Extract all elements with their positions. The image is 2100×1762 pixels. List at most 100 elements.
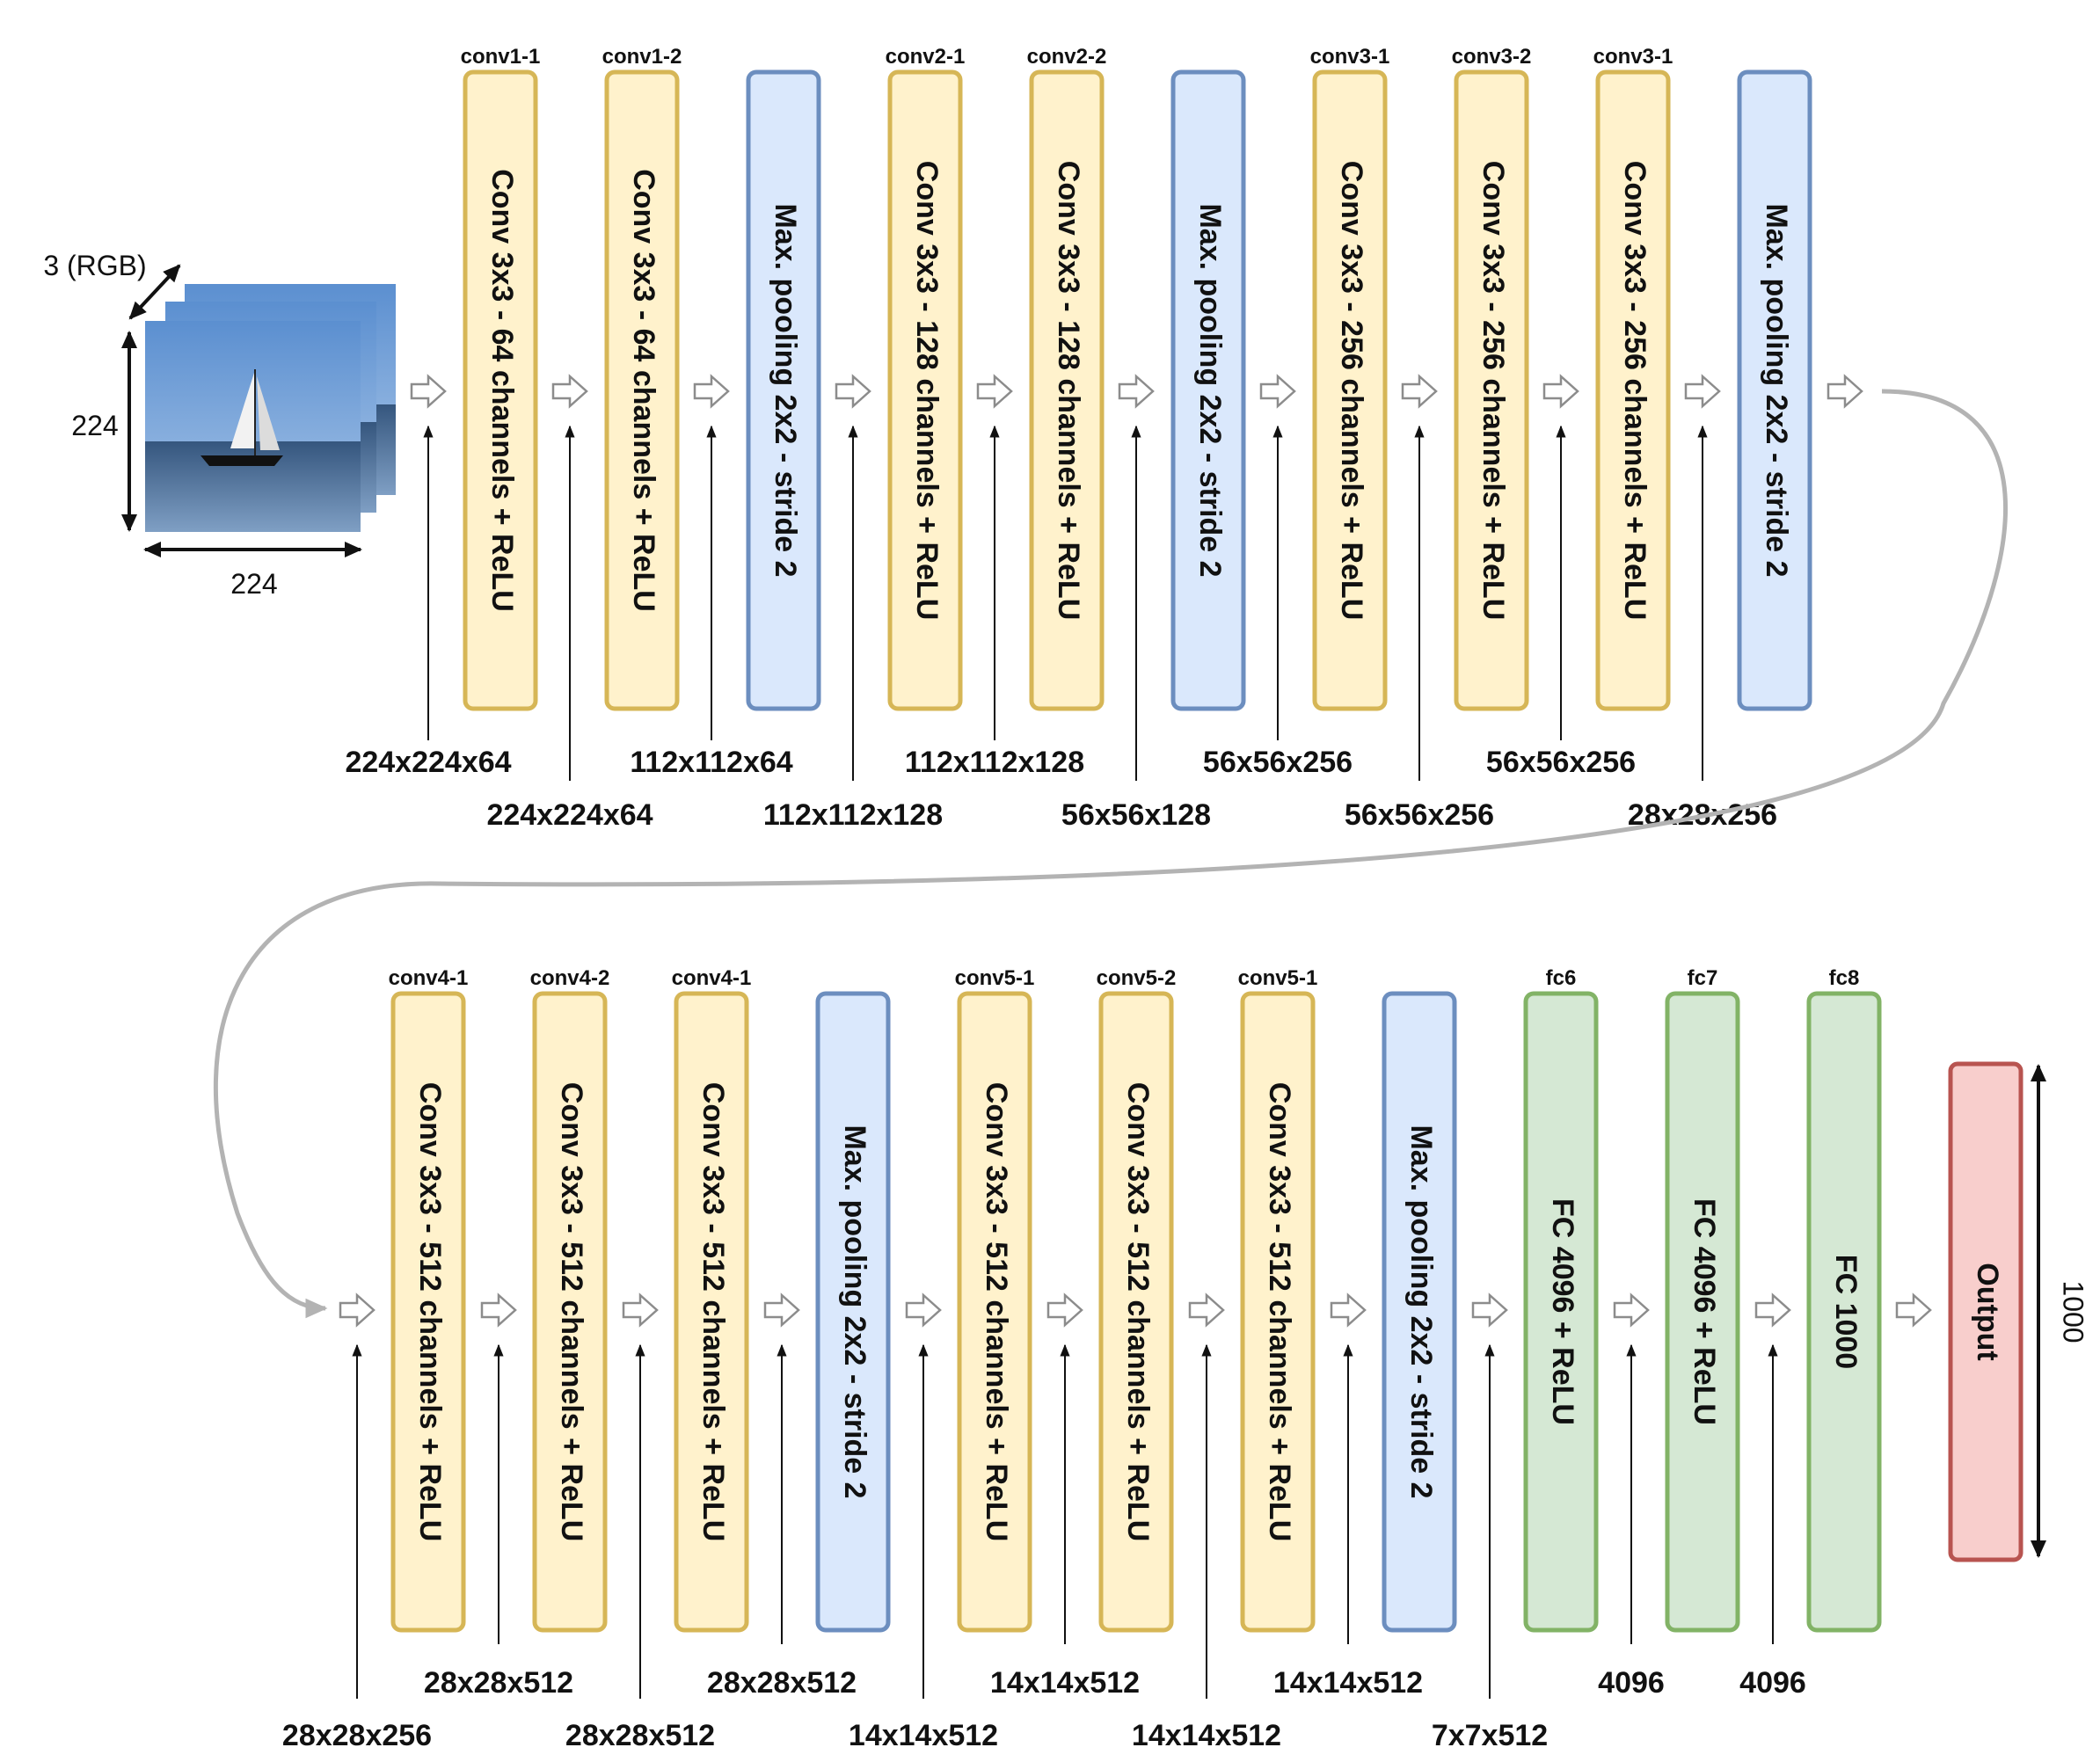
fc-layer-label: FC 4096 + ReLU bbox=[1546, 1198, 1579, 1425]
input-channels-arrow bbox=[128, 264, 181, 320]
row1-block-3: Max. pooling 2x2 - stride 2 bbox=[746, 69, 821, 711]
pool-layer-box bbox=[1382, 991, 1457, 1633]
row2-flow-arrow-6 bbox=[1046, 1292, 1083, 1328]
dimension-label: 56x56x128 bbox=[1061, 798, 1211, 832]
conv-layer-label: Conv 3x3 - 512 channels + ReLU bbox=[1263, 1082, 1296, 1541]
row-connector-curve bbox=[213, 389, 2009, 1319]
conv-layer-box bbox=[1240, 991, 1316, 1633]
row1-block-8: Conv 3x3 - 256 channels + ReLU conv3-2 bbox=[1452, 45, 1532, 711]
output-size-label: 1000 bbox=[2058, 1280, 2089, 1343]
pool-layer-label: Max. pooling 2x2 - stride 2 bbox=[1193, 203, 1227, 577]
row1-block-6: Max. pooling 2x2 - stride 2 bbox=[1170, 69, 1246, 711]
dimension-label: 112x112x128 bbox=[763, 798, 943, 832]
layer-name-label: fc7 bbox=[1688, 966, 1718, 990]
dimension-label: 4096 bbox=[1739, 1666, 1806, 1700]
layer-name-label: conv4-2 bbox=[530, 966, 610, 990]
dimension-label: 224x224x64 bbox=[486, 798, 653, 832]
layer-name-label: conv3-1 bbox=[1593, 45, 1673, 69]
dimension-label: 14x14x512 bbox=[990, 1666, 1140, 1700]
layer-name-label: conv3-2 bbox=[1452, 45, 1532, 69]
pool-layer-box bbox=[815, 991, 891, 1633]
row1-flow-arrow-1 bbox=[410, 374, 447, 409]
row2-flow-arrow-4 bbox=[763, 1292, 800, 1328]
row1-flow-arrow-9 bbox=[1542, 374, 1579, 409]
conv-layer-box bbox=[674, 991, 749, 1633]
dimension-label: 28x28x512 bbox=[707, 1666, 857, 1700]
dimension-label: 4096 bbox=[1598, 1666, 1665, 1700]
conv-layer-label: Conv 3x3 - 512 channels + ReLU bbox=[980, 1082, 1013, 1541]
layer-name-label: conv4-1 bbox=[672, 966, 752, 990]
conv-layer-label: Conv 3x3 - 256 channels + ReLU bbox=[1477, 161, 1510, 620]
row1-flow-arrow-6 bbox=[1118, 374, 1155, 409]
row2-flow-arrow-final bbox=[1895, 1292, 1932, 1328]
row2-block-7: Conv 3x3 - 512 channels + ReLU conv5-1 bbox=[1238, 966, 1318, 1633]
conv-layer-box bbox=[604, 69, 680, 711]
fc-layer-box bbox=[1806, 991, 1882, 1633]
row2-flow-arrow-11 bbox=[1754, 1292, 1791, 1328]
output-block-box bbox=[1948, 1061, 2023, 1562]
row2-flow-arrow-2 bbox=[480, 1292, 517, 1328]
output-block: Output bbox=[1948, 1061, 2023, 1562]
row2-block-9: FC 4096 + ReLU fc6 bbox=[1523, 966, 1599, 1633]
pool-layer-box bbox=[1737, 69, 1812, 711]
row2-flow-arrow-5 bbox=[905, 1292, 942, 1328]
input-image bbox=[145, 284, 396, 532]
row2-block-8: Max. pooling 2x2 - stride 2 bbox=[1382, 991, 1457, 1633]
conv-layer-box bbox=[1595, 69, 1671, 711]
input-image-layer-front bbox=[145, 321, 361, 532]
dimension-label: 14x14x512 bbox=[849, 1719, 998, 1752]
layer-name-label: conv2-2 bbox=[1027, 45, 1107, 69]
row1-flow-arrow-2 bbox=[551, 374, 588, 409]
input-channels-label: 3 (RGB) bbox=[43, 250, 146, 281]
pool-layer-label: Max. pooling 2x2 - stride 2 bbox=[838, 1125, 871, 1498]
dimension-label: 7x7x512 bbox=[1432, 1719, 1548, 1752]
layer-name-label: conv5-1 bbox=[1238, 966, 1318, 990]
output-block-label: Output bbox=[1971, 1263, 2004, 1360]
layer-name-label: fc8 bbox=[1829, 966, 1860, 990]
conv-layer-label: Conv 3x3 - 64 channels + ReLU bbox=[485, 169, 519, 612]
row2-flow-arrow-3 bbox=[622, 1292, 659, 1328]
input-height-label: 224 bbox=[71, 410, 118, 441]
row2-network-blocks: Conv 3x3 - 512 channels + ReLUconv4-1Con… bbox=[282, 966, 1932, 1752]
conv-layer-box bbox=[887, 69, 963, 711]
row2-block-4: Max. pooling 2x2 - stride 2 bbox=[815, 991, 891, 1633]
conv-layer-label: Conv 3x3 - 128 channels + ReLU bbox=[910, 161, 944, 620]
conv-layer-label: Conv 3x3 - 64 channels + ReLU bbox=[627, 169, 660, 612]
dimension-label: 112x112x128 bbox=[905, 746, 1084, 779]
conv-layer-label: Conv 3x3 - 512 channels + ReLU bbox=[413, 1082, 447, 1541]
pool-layer-label: Max. pooling 2x2 - stride 2 bbox=[1404, 1125, 1438, 1498]
dimension-label: 28x28x512 bbox=[565, 1719, 715, 1752]
conv-layer-label: Conv 3x3 - 512 channels + ReLU bbox=[696, 1082, 730, 1541]
row2-block-11: FC 1000 fc8 bbox=[1806, 966, 1882, 1633]
dimension-label: 56x56x256 bbox=[1345, 798, 1494, 832]
sailboat-icon bbox=[201, 369, 283, 466]
conv-layer-box bbox=[957, 991, 1032, 1633]
row1-block-10: Max. pooling 2x2 - stride 2 bbox=[1737, 69, 1812, 711]
layer-name-label: fc6 bbox=[1546, 966, 1577, 990]
conv-layer-box bbox=[390, 991, 466, 1633]
row2-flow-arrow-8 bbox=[1330, 1292, 1367, 1328]
fc-layer-label: FC 1000 bbox=[1829, 1255, 1863, 1369]
dimension-label: 28x28x256 bbox=[282, 1719, 432, 1752]
conv-layer-box bbox=[1454, 69, 1529, 711]
pool-layer-label: Max. pooling 2x2 - stride 2 bbox=[1760, 203, 1793, 577]
input-width-label: 224 bbox=[230, 568, 277, 600]
row1-flow-arrow-4 bbox=[835, 374, 871, 409]
pool-layer-box bbox=[746, 69, 821, 711]
pool-layer-box bbox=[1170, 69, 1246, 711]
conv-layer-box bbox=[463, 69, 538, 711]
fc-layer-box bbox=[1665, 991, 1740, 1633]
row1-flow-arrow-10 bbox=[1684, 374, 1721, 409]
row2-flow-arrow-7 bbox=[1188, 1292, 1225, 1328]
